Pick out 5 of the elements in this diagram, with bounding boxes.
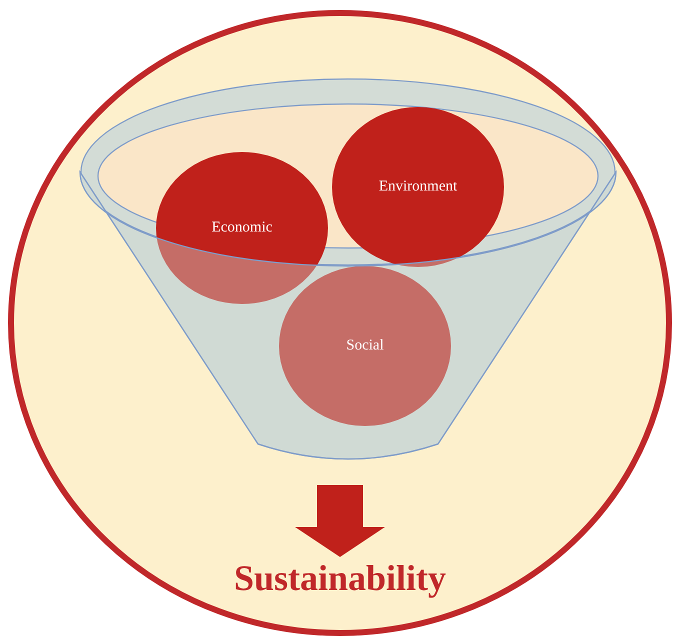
bubble-label: Environment xyxy=(378,178,458,196)
block-arrow xyxy=(295,485,385,557)
result-heading: Sustainability xyxy=(232,558,448,598)
bubble-label: Economic xyxy=(210,220,274,236)
bubble-label: Social xyxy=(345,338,385,354)
